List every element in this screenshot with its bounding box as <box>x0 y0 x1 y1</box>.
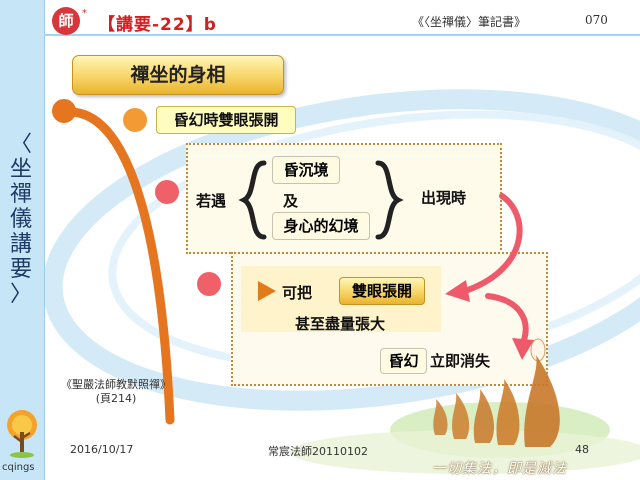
sidebar <box>0 0 45 480</box>
open-eyes-box: 雙眼張開 <box>339 277 425 305</box>
and-label: 及 <box>283 192 299 210</box>
drowsiness-state-box: 昏沉境 <box>272 156 340 184</box>
footer-page-number: 48 <box>575 443 589 456</box>
can-label: 可把 <box>282 284 313 302</box>
page-title: 【講要-22】b <box>98 15 217 35</box>
appears-label: 出現時 <box>421 189 467 207</box>
bullet-dot <box>197 272 221 296</box>
illusion-state-box: 身心的幻境 <box>272 212 370 240</box>
motto-text: 一切集法，即是滅法 <box>432 461 567 477</box>
citation: 《聖嚴法師教默照禪》 (頁214) <box>61 378 171 405</box>
drowsy-illusion-box: 昏幻 <box>380 348 427 374</box>
teacher-badge: 師 <box>52 7 80 35</box>
flame-illustration <box>433 338 560 447</box>
bullet-dot <box>52 99 76 123</box>
footer-date: 2016/10/17 <box>70 443 134 456</box>
left-brace-icon <box>238 160 267 240</box>
slide-subtitle: 昏幻時雙眼張開 <box>156 106 296 134</box>
tree-logo-icon <box>7 410 37 458</box>
bullet-dot <box>155 180 179 204</box>
footer-author: 常宸法師20110102 <box>268 445 368 458</box>
sidebar-username: cqings <box>2 462 35 473</box>
header-divider <box>44 34 640 36</box>
play-arrow-icon <box>258 281 276 301</box>
right-brace-icon <box>375 160 404 240</box>
sidebar-title: 〈 坐 禪 儀 講 要 〉 <box>9 132 32 307</box>
slide-title: 禪坐的身相 <box>72 55 284 95</box>
if-encounter-label: 若遇 <box>196 192 227 210</box>
even-widen-label: 甚至盡量張大 <box>295 315 386 333</box>
bullet-dot <box>123 108 147 132</box>
header-source: 《〈坐禪儀〉筆記書》 <box>412 15 527 29</box>
header-page-number: 070 <box>585 13 608 27</box>
disappear-label: 立即消失 <box>430 352 491 370</box>
star-mark: * <box>82 8 87 19</box>
